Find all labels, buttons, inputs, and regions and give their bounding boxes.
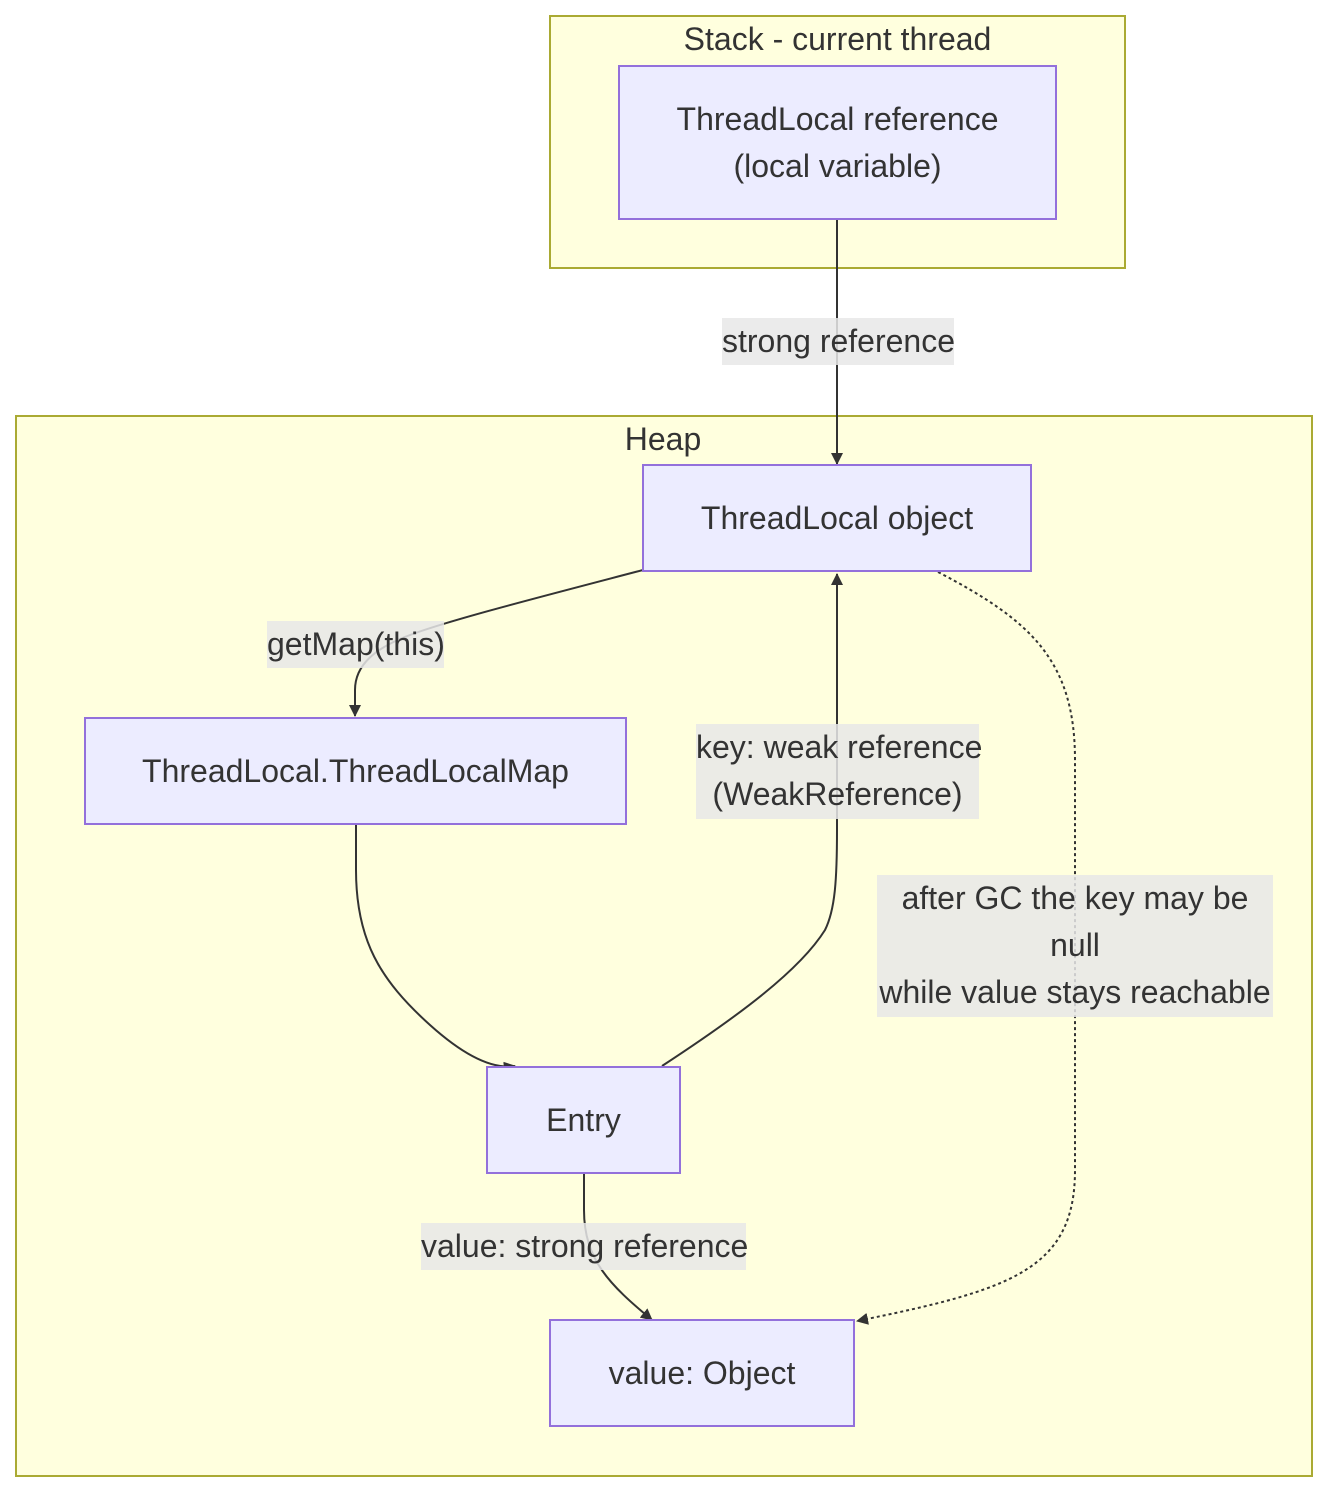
- gc-note-line3: while value stays reachable: [879, 974, 1271, 1010]
- gc-note-label: after GC the key may be null while value…: [877, 875, 1273, 1017]
- threadlocal-object-node: ThreadLocal object: [642, 464, 1032, 572]
- value-object-node: value: Object: [549, 1319, 855, 1427]
- value-strong-reference-label: value: strong reference: [421, 1223, 748, 1270]
- key-weak-reference-label: key: weak reference (WeakReference): [696, 724, 983, 819]
- edge-map-to-entry: [355, 825, 516, 1074]
- threadlocal-reference-line2: (local variable): [733, 147, 942, 184]
- strong-reference-label: strong reference: [722, 318, 955, 365]
- key-weak-reference-line1: key: weak reference: [696, 729, 983, 765]
- stack-cluster-title: Stack - current thread: [683, 21, 992, 57]
- gc-note-line2: null: [1050, 927, 1100, 963]
- key-weak-reference-line2: (WeakReference): [712, 776, 963, 812]
- get-map-label: getMap(this): [267, 621, 445, 668]
- heap-cluster-title: Heap: [624, 421, 702, 457]
- edge-gc-note: [856, 571, 1076, 1325]
- threadlocal-reference-node: ThreadLocal reference (local variable): [618, 65, 1057, 220]
- edge-key-weak-reference: [661, 573, 843, 1067]
- gc-note-line1: after GC the key may be: [901, 880, 1249, 916]
- threadlocal-reference-line1: ThreadLocal reference: [676, 100, 999, 137]
- entry-node: Entry: [486, 1066, 681, 1174]
- threadlocalmap-node: ThreadLocal.ThreadLocalMap: [84, 717, 627, 825]
